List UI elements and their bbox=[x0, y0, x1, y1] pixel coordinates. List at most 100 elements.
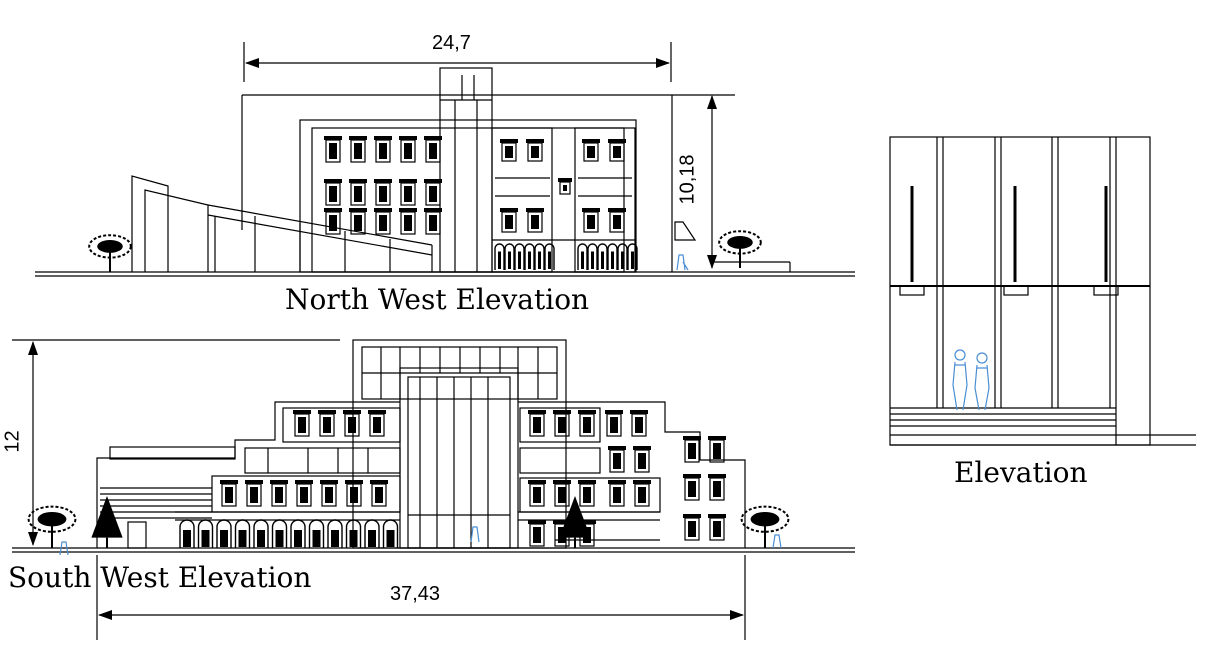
window bbox=[630, 410, 648, 437]
tree bbox=[88, 234, 132, 272]
window bbox=[633, 480, 651, 507]
window bbox=[528, 410, 546, 437]
window bbox=[708, 474, 726, 501]
window bbox=[320, 480, 338, 507]
window bbox=[399, 179, 417, 206]
arch bbox=[364, 519, 380, 548]
south-west-elevation-title: South West Elevation bbox=[8, 561, 312, 594]
person-figure bbox=[952, 349, 968, 411]
arch bbox=[514, 243, 525, 270]
window bbox=[605, 410, 623, 437]
north-west-elevation-drawing bbox=[35, 42, 855, 277]
window bbox=[683, 436, 701, 463]
north-west-width-dimension: 24,7 bbox=[432, 32, 471, 54]
arch bbox=[587, 243, 598, 270]
arch bbox=[234, 519, 251, 548]
window bbox=[553, 410, 571, 437]
window bbox=[295, 480, 313, 507]
south-west-height-dimension: 12 bbox=[1, 430, 24, 453]
window bbox=[293, 410, 311, 437]
north-west-window-grid bbox=[324, 136, 626, 235]
window bbox=[633, 446, 651, 473]
window bbox=[424, 136, 442, 163]
arch bbox=[607, 243, 618, 270]
window bbox=[399, 208, 417, 235]
window bbox=[558, 178, 572, 195]
window bbox=[526, 139, 544, 162]
window bbox=[582, 208, 600, 233]
north-west-arcade bbox=[494, 243, 638, 270]
arch bbox=[627, 243, 638, 270]
arch bbox=[271, 519, 288, 548]
arch bbox=[544, 243, 555, 270]
window bbox=[374, 179, 392, 206]
window bbox=[608, 139, 626, 162]
window bbox=[608, 446, 626, 473]
window bbox=[374, 136, 392, 163]
person-figure bbox=[59, 541, 69, 556]
window bbox=[349, 179, 367, 206]
person-figure bbox=[974, 352, 990, 411]
window bbox=[528, 520, 546, 547]
south-west-arcade bbox=[179, 519, 399, 548]
window bbox=[683, 474, 701, 501]
side-elevation-title: Elevation bbox=[954, 456, 1088, 489]
window bbox=[318, 410, 336, 437]
window bbox=[349, 208, 367, 235]
window bbox=[526, 208, 544, 233]
window bbox=[374, 208, 392, 235]
window bbox=[582, 139, 600, 162]
window bbox=[608, 208, 626, 233]
window bbox=[349, 136, 367, 163]
window bbox=[500, 208, 518, 233]
arch bbox=[308, 519, 325, 548]
arch bbox=[577, 243, 588, 270]
north-west-elevation-title: North West Elevation bbox=[285, 283, 590, 316]
north-west-height-dimension: 10,18 bbox=[676, 154, 699, 205]
conifer-tree bbox=[91, 496, 123, 548]
window bbox=[608, 480, 626, 507]
arch bbox=[327, 519, 343, 548]
arch bbox=[290, 519, 306, 548]
window bbox=[578, 480, 596, 507]
window bbox=[324, 136, 342, 163]
arch bbox=[524, 243, 535, 270]
window bbox=[345, 480, 363, 507]
window bbox=[424, 208, 442, 235]
window bbox=[553, 480, 571, 507]
arch bbox=[534, 243, 545, 270]
window bbox=[708, 514, 726, 541]
window bbox=[245, 480, 263, 507]
arch bbox=[253, 519, 269, 548]
window bbox=[270, 480, 288, 507]
window bbox=[324, 179, 342, 206]
landscape-trees bbox=[27, 230, 790, 548]
south-west-elevation-drawing bbox=[12, 339, 855, 640]
arch bbox=[216, 519, 232, 548]
tree bbox=[718, 230, 762, 268]
arch bbox=[494, 243, 505, 270]
window bbox=[370, 480, 388, 507]
window bbox=[424, 179, 442, 206]
window bbox=[343, 410, 361, 437]
person-figure bbox=[470, 526, 480, 543]
south-west-width-dimension: 37,43 bbox=[390, 583, 441, 605]
arch bbox=[382, 519, 399, 548]
arch bbox=[504, 243, 515, 270]
arch bbox=[597, 243, 608, 270]
person-figure bbox=[772, 534, 782, 549]
window bbox=[528, 480, 546, 507]
side-elevation-drawing bbox=[889, 136, 1196, 446]
person-figure bbox=[676, 254, 689, 271]
tree bbox=[27, 505, 77, 548]
arch bbox=[179, 519, 195, 548]
window bbox=[500, 139, 518, 162]
window bbox=[578, 410, 596, 437]
arch bbox=[197, 519, 214, 548]
window bbox=[368, 410, 386, 437]
tree bbox=[740, 505, 790, 548]
window bbox=[324, 208, 342, 235]
window bbox=[399, 136, 417, 163]
window bbox=[708, 436, 726, 463]
